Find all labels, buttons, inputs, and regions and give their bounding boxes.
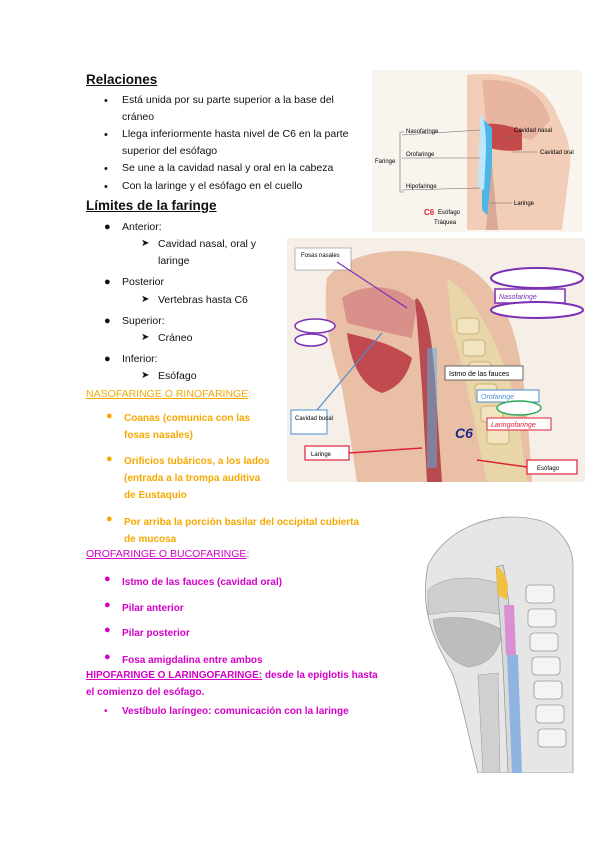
label-cavidad-nasal: Cavidad nasal bbox=[514, 128, 552, 134]
bullet: ● bbox=[104, 599, 111, 611]
label-faringe: Faringe bbox=[375, 159, 396, 165]
arrow-icon: ➤ bbox=[141, 332, 150, 343]
bullet: • bbox=[104, 129, 108, 141]
relaciones-item-2: Llega inferiormente hasta nivel de C6 en… bbox=[122, 128, 349, 157]
orofaringe-item-4: Fosa amigdalina entre ambos bbox=[122, 655, 263, 666]
figure-pharynx-diagram: Nasofaringe Orofaringe Hipofaringe Farin… bbox=[372, 70, 582, 232]
limite-posterior-sub: Vertebras hasta C6 bbox=[158, 294, 248, 306]
bullet: ● bbox=[104, 276, 111, 288]
label-nasofaringe: Nasofaringe bbox=[499, 294, 537, 301]
label-nasofaringe: Nasofaringe bbox=[406, 129, 439, 135]
label-istmo-fauces: Istmo de las fauces bbox=[449, 371, 510, 378]
label-laringe: Laringe bbox=[514, 201, 535, 207]
label-cavidad-oral: Cavidad oral bbox=[540, 150, 574, 156]
label-cavidad-bucal: Cavidad bucal bbox=[295, 416, 333, 422]
bullet: ● bbox=[106, 410, 113, 422]
relaciones-item-3: Se une a la cavidad nasal y oral en la c… bbox=[122, 162, 334, 174]
label-traquea: Tráquea bbox=[434, 220, 457, 226]
orofaringe-heading: OROFARINGE O BUCOFARINGE: bbox=[86, 548, 250, 560]
label-laringofaringe: Laringofaringe bbox=[491, 422, 536, 429]
bullet: ● bbox=[106, 513, 113, 525]
figure-pharynx-section bbox=[424, 516, 574, 773]
label-orofaringe: Orofaringe bbox=[481, 394, 514, 401]
bullet: • bbox=[104, 706, 108, 717]
bullet: ● bbox=[104, 624, 111, 636]
relaciones-item-1: Está unida por su parte superior a la ba… bbox=[122, 94, 334, 123]
bullet: ● bbox=[104, 353, 111, 365]
limite-inferior: Inferior: bbox=[122, 353, 158, 365]
nasofaringe-item-3: Por arriba la porción basilar del occipi… bbox=[124, 517, 360, 545]
limite-anterior: Anterior: bbox=[122, 221, 162, 233]
label-c6: C6 bbox=[424, 208, 435, 217]
arrow-icon: ➤ bbox=[141, 238, 150, 249]
relaciones-heading: Relaciones bbox=[86, 72, 158, 87]
label-esofago: Esófago bbox=[537, 466, 560, 472]
limite-superior: Superior: bbox=[122, 315, 165, 327]
bullet: • bbox=[104, 163, 108, 175]
hipofaringe-heading: HIPOFARINGE O LARINGOFARINGE: desde la e… bbox=[86, 670, 378, 698]
bullet: ● bbox=[106, 453, 113, 465]
relaciones-item-4: Con la laringe y el esófago en el cuello bbox=[122, 180, 303, 192]
label-c6: C6 bbox=[455, 425, 473, 441]
bullet: ● bbox=[104, 315, 111, 327]
bullet: ● bbox=[104, 651, 111, 663]
arrow-icon: ➤ bbox=[141, 370, 150, 381]
limite-posterior: Posterior bbox=[122, 276, 165, 288]
label-hipofaringe: Hipofaringe bbox=[406, 184, 437, 190]
label-laringe: Laringe bbox=[311, 452, 332, 458]
arrow-icon: ➤ bbox=[141, 294, 150, 305]
nasofaringe-item-2: Orificios tubáricos, a los lados(entrada… bbox=[124, 456, 270, 501]
orofaringe-item-3: Pilar posterior bbox=[122, 628, 190, 639]
bullet: ● bbox=[104, 573, 111, 585]
limite-inferior-sub: Esófago bbox=[158, 370, 197, 382]
limite-superior-sub: Cráneo bbox=[158, 332, 193, 344]
nasofaringe-heading: NASOFARINGE O RINOFARINGE: bbox=[86, 388, 252, 400]
orofaringe-item-2: Pilar anterior bbox=[122, 603, 184, 614]
label-esofago: Esófago bbox=[438, 210, 461, 216]
orofaringe-item-1: Istmo de las fauces (cavidad oral) bbox=[122, 577, 283, 588]
hipofaringe-item-1: Vestíbulo laríngeo: comunicación con la … bbox=[122, 706, 349, 717]
bullet: • bbox=[104, 95, 108, 107]
bullet: • bbox=[104, 181, 108, 193]
limites-heading: Límites de la faringe bbox=[86, 198, 217, 213]
bullet: ● bbox=[104, 221, 111, 233]
label-orofaringe: Orofaringe bbox=[406, 152, 435, 158]
label-fosas-nasales: Fosas nasales bbox=[301, 253, 340, 259]
figure-pharynx-sagittal: Fosas nasales Nasofaringe Istmo de las f… bbox=[287, 238, 585, 482]
